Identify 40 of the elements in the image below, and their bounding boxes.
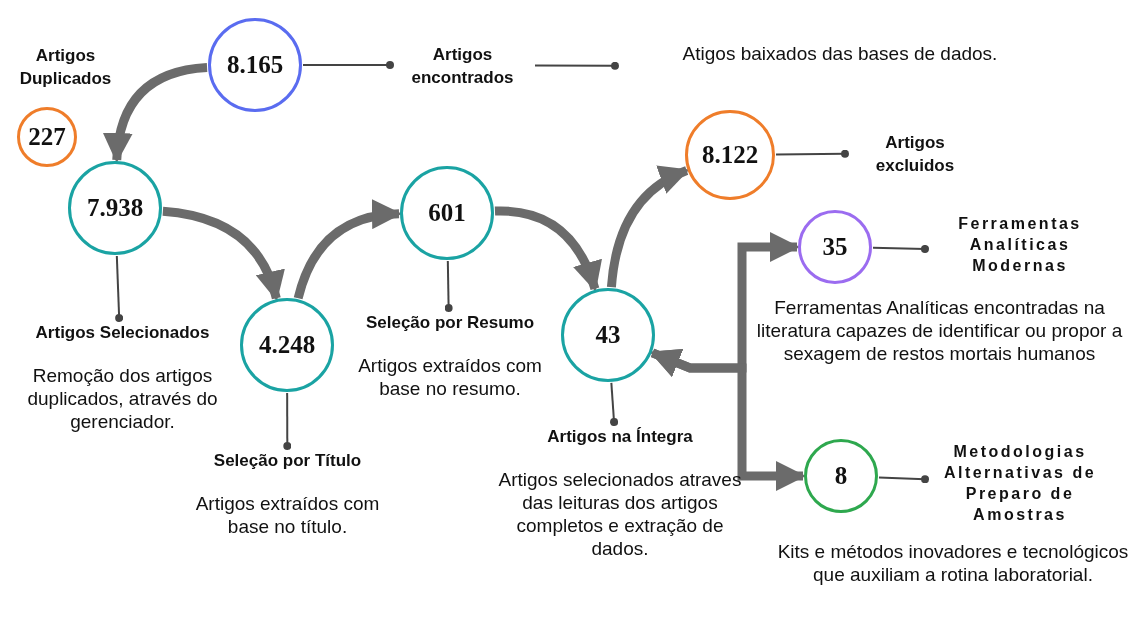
- description-text: Remoção dos artigos duplicados, através do gerenciador.: [26, 364, 219, 433]
- leader-line: [534, 61, 619, 70]
- number-circle: 601: [400, 166, 494, 260]
- arrow: [103, 63, 208, 163]
- heading-text: Artigos Duplicados: [18, 45, 113, 90]
- description-text: Artigos selecionados atraves das leituras dos artigos completos e extração de dados.: [497, 468, 743, 560]
- number-circle: 7.938: [68, 161, 162, 255]
- description-text: Artigos extraídos com base no resumo.: [357, 354, 543, 400]
- leader-line: [302, 61, 394, 69]
- number-circle: 35: [798, 210, 872, 284]
- number-circle: 8.122: [685, 110, 775, 200]
- arrow: [606, 166, 690, 288]
- number-circle: 43: [561, 288, 655, 382]
- description-text: Artigos extraídos com base no título.: [194, 492, 381, 538]
- arrow: [162, 206, 284, 302]
- heading-text: Artigos excluidos: [874, 132, 956, 177]
- heading-text: Seleção por Resumo: [364, 312, 536, 334]
- arrow: [293, 200, 402, 300]
- arrow: [494, 206, 601, 292]
- heading-text: Artigos na Íntegra: [546, 426, 694, 448]
- leader-line: [610, 381, 619, 426]
- heading-text: Metodologias Alternativas de Preparo de Amostras: [942, 442, 1098, 525]
- heading-text: Artigos Selecionados: [34, 322, 211, 344]
- leader-line: [283, 392, 292, 450]
- leader-line: [115, 254, 124, 322]
- leader-line: [877, 475, 929, 484]
- leader-line: [775, 149, 849, 158]
- heading-text: Ferramentas Analíticas Modernas: [957, 214, 1083, 276]
- description-text: Kits e métodos inovadores e tecnológicos que auxiliam a rotina laboratorial.: [776, 540, 1130, 586]
- number-circle: 8.165: [208, 18, 302, 112]
- heading-text: Seleção por Título: [212, 450, 363, 472]
- leader-line: [444, 260, 453, 312]
- description-text: Atigos baixados das bases de dados.: [681, 42, 999, 65]
- arrow: [649, 348, 806, 491]
- description-text: Ferramentas Analíticas encontradas na literatura capazes de identificar ou propor a sexagem de restos mortais humanos: [755, 296, 1124, 365]
- heading-text: Artigos encontrados: [410, 44, 515, 89]
- number-circle: 8: [804, 439, 878, 513]
- leader-line: [872, 244, 929, 253]
- number-circle: 227: [17, 107, 77, 167]
- number-circle: 4.248: [240, 298, 334, 392]
